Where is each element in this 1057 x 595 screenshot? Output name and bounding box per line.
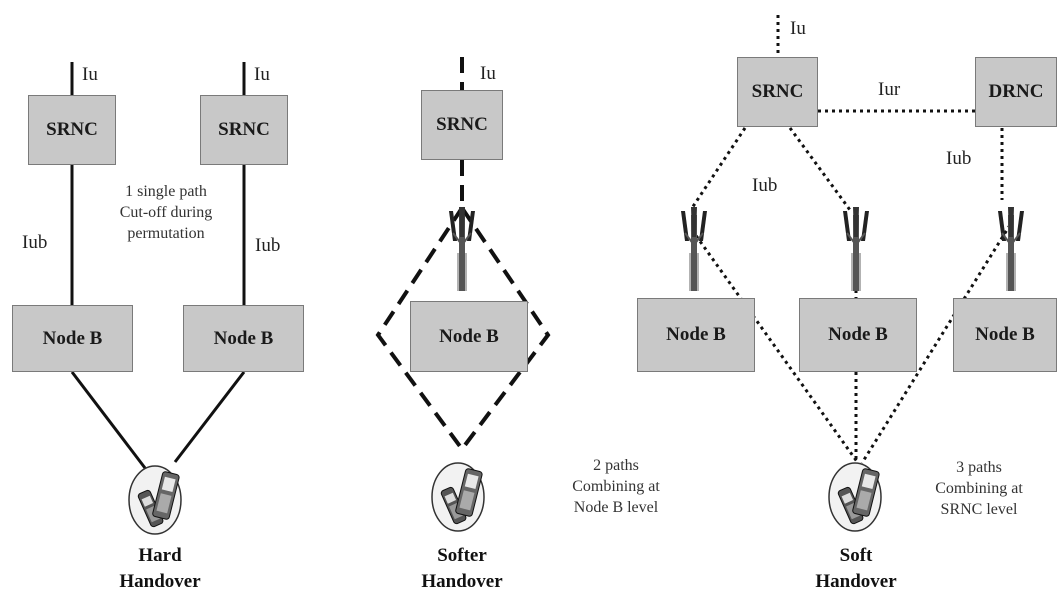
antenna-tower-icon (449, 207, 475, 291)
node-b-box: Node B (12, 305, 133, 372)
iub-label: Iub (946, 148, 972, 169)
path-note: 2 paths Combining at Node B level (556, 455, 676, 518)
iu-label: Iu (254, 64, 270, 85)
note-line: Combining at (572, 478, 660, 495)
iur-label: Iur (878, 79, 901, 100)
node-b-box: Node B (183, 305, 304, 372)
node-b-box: Node B (410, 301, 528, 372)
path-note: 1 single path Cut-off during permutation (106, 181, 226, 244)
title-line: Handover (815, 571, 897, 592)
title-line: Hard (138, 545, 182, 566)
note-line: permutation (127, 225, 205, 242)
note-line: 1 single path (125, 183, 207, 200)
srnc-box: SRNC (421, 90, 503, 160)
drnc-box: DRNC (975, 57, 1057, 127)
node-b-box: Node B (637, 298, 755, 372)
iub-label: Iub (22, 232, 48, 253)
title-line: Softer (437, 545, 487, 566)
path-note: 3 paths Combining at SRNC level (920, 457, 1038, 520)
node-b-box: Node B (799, 298, 917, 372)
srnc-box: SRNC (28, 95, 116, 165)
srnc-box: SRNC (200, 95, 288, 165)
note-line: Combining at (935, 480, 1023, 497)
note-line: Node B level (573, 499, 659, 516)
handover-title: Soft Handover (795, 543, 917, 595)
handover-title: Hard Handover (100, 543, 220, 595)
antenna-tower-icon (843, 207, 869, 291)
note-line: SRNC level (940, 501, 1018, 518)
title-line: Handover (421, 571, 503, 592)
title-line: Handover (119, 571, 201, 592)
mobile-phone-icon (431, 462, 485, 532)
antenna-tower-icon (998, 207, 1024, 291)
title-line: Soft (839, 545, 873, 566)
mobile-phone-icon (828, 462, 882, 532)
antenna-tower-icon (681, 207, 707, 291)
iu-label: Iu (790, 18, 806, 39)
note-line: 2 paths (593, 457, 639, 474)
iub-label: Iub (255, 235, 281, 256)
iu-label: Iu (82, 64, 98, 85)
srnc-box: SRNC (737, 57, 818, 127)
note-line: 3 paths (956, 459, 1002, 476)
node-b-box: Node B (953, 298, 1057, 372)
iu-label: Iu (480, 63, 496, 84)
handover-title: Softer Handover (400, 543, 524, 595)
iub-label: Iub (752, 175, 778, 196)
mobile-phone-icon (128, 465, 182, 535)
note-line: Cut-off during (119, 204, 213, 221)
